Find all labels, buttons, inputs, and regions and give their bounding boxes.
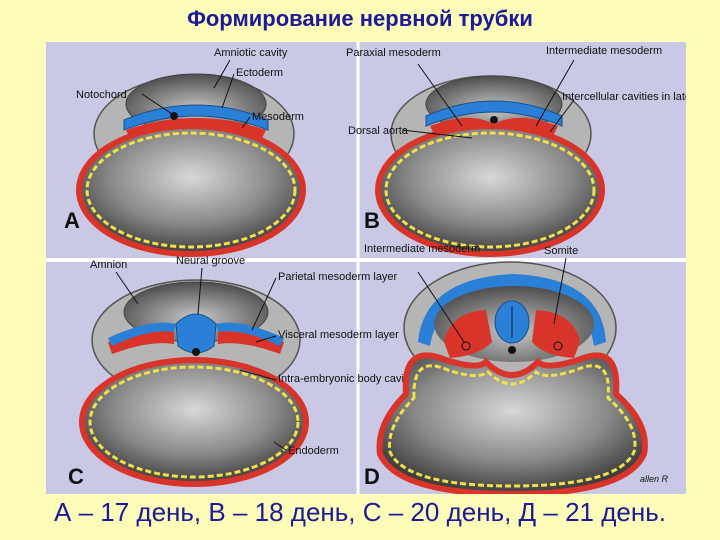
panel-c-letter: C: [68, 464, 84, 489]
label-b-dorsal-aorta: Dorsal aorta: [348, 125, 409, 137]
panel-c-neural-groove: [176, 314, 216, 353]
label-a-amniotic-cavity: Amniotic cavity: [214, 47, 288, 59]
panel-d-letter: D: [364, 464, 380, 489]
label-c-parietal-mesoderm: Parietal mesoderm layer: [278, 271, 398, 283]
label-d-intermediate-mesoderm: Intermediate mesoderm: [364, 243, 480, 255]
label-b-intermediate-mesoderm: Intermediate mesoderm: [546, 45, 662, 57]
panel-d-notochord: [508, 346, 516, 354]
label-a-mesoderm: Mesoderm: [252, 111, 304, 123]
label-c-neural-groove: Neural groove: [176, 255, 245, 267]
label-c-amnion: Amnion: [90, 259, 127, 271]
panel-a-drawing: [79, 74, 303, 254]
panel-b-notochord: [490, 116, 498, 124]
label-a-notochord: Notochord: [76, 89, 127, 101]
panel-b-letter: B: [364, 208, 380, 233]
artist-signature: allen R: [640, 474, 669, 484]
caption: А – 17 день, В – 18 день, С – 20 день, Д…: [0, 497, 720, 528]
label-c-body-cavity: Intra-embryonic body cavity: [278, 373, 413, 385]
slide-title: Формирование нервной трубки: [0, 6, 720, 32]
label-a-ectoderm: Ectoderm: [236, 67, 283, 79]
panel-c-drawing: [82, 280, 306, 484]
label-b-paraxial-mesoderm: Paraxial mesoderm: [346, 47, 441, 59]
panel-c-notochord: [192, 348, 200, 356]
panel-a-yolk-sac: [79, 126, 303, 254]
label-b-intercellular-cavities: Intercellular cavities in lateral plate: [562, 91, 686, 103]
label-c-visceral-mesoderm: Visceral mesoderm layer: [278, 329, 399, 341]
embryo-figure: Notochord Amniotic cavity Ectoderm Mesod…: [46, 42, 686, 494]
panel-a-letter: A: [64, 208, 80, 233]
panel-b-yolk-sac: [378, 126, 602, 254]
label-c-endoderm: Endoderm: [288, 445, 339, 457]
label-d-somite: Somite: [544, 245, 578, 257]
